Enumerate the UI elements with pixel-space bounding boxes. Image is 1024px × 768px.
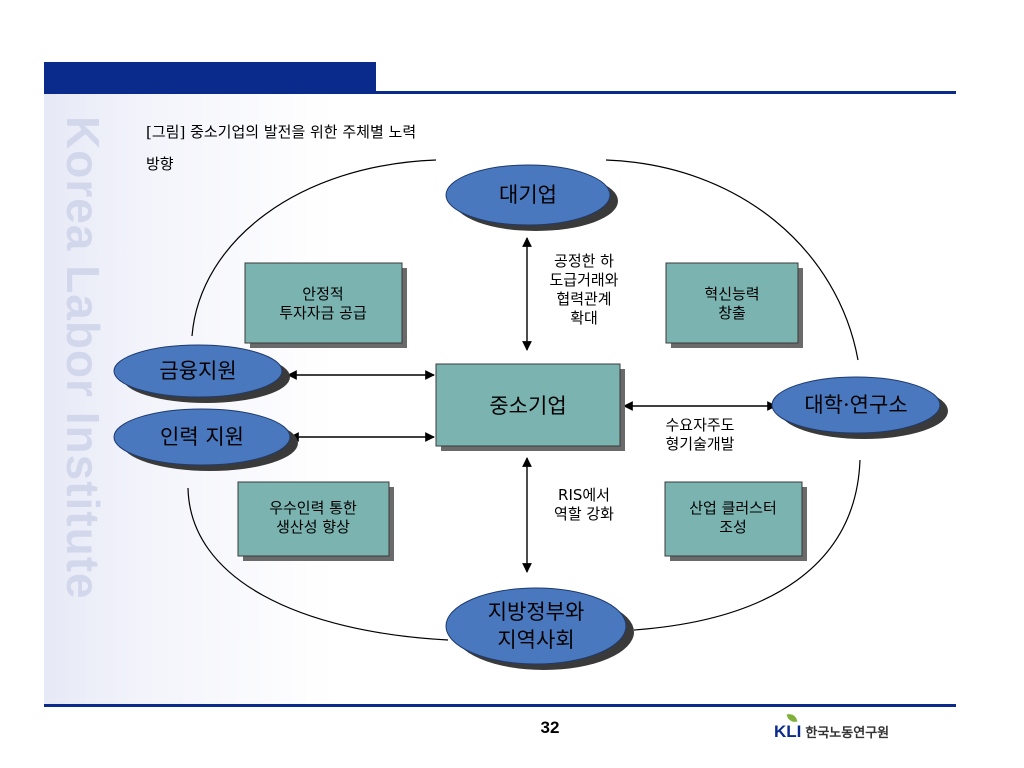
node-labor: [113, 408, 291, 466]
node-labor-label: 인력 지원: [160, 425, 244, 449]
node-finance: [113, 344, 283, 398]
bottom-arrow-label-line-1: RIS에서: [558, 486, 610, 504]
logo-text: 한국노동연구원: [805, 726, 890, 741]
kli-logo: KLI 한국노동연구원: [774, 711, 890, 742]
node-local-gov-line-1: 지방정부와: [488, 600, 585, 624]
box-bottom-left-line-1: 우수인력 통한: [269, 499, 357, 517]
loop-curve-top-left: [191, 159, 437, 337]
top-arrow-label-line-4: 확대: [570, 309, 598, 327]
box-bottom-right: [664, 481, 803, 557]
top-arrow-label-line-3: 협력관계: [556, 290, 611, 308]
page-number: 32: [540, 718, 560, 737]
box-bottom-left-line-2: 생산성 향상: [276, 518, 350, 536]
node-local-gov: [445, 587, 627, 665]
box-top-right-line-2: 창출: [718, 304, 746, 322]
box-bottom-right-line-2: 조성: [719, 518, 747, 536]
logo-mark: KLI: [774, 711, 802, 742]
node-university: [771, 376, 941, 434]
node-top: [445, 164, 611, 226]
loop-curve-top-right: [605, 159, 859, 361]
loop-curve-bottom-left: [187, 487, 449, 641]
top-arrow-label-line-1: 공정한 하: [554, 252, 614, 270]
box-top-right: [665, 262, 799, 344]
caption-line-2: 방향: [146, 155, 174, 173]
loop-curve-bottom-right: [633, 459, 861, 631]
caption-line-1: [그림] 중소기업의 발전을 위한 주체별 노력: [146, 123, 417, 141]
box-bottom-right-line-1: 산업 클러스터: [689, 499, 777, 517]
node-finance-label: 금융지원: [159, 359, 236, 383]
right-arrow-label-line-1: 수요자주도: [665, 416, 734, 434]
node-university-label: 대학·연구소: [804, 393, 907, 417]
watermark-text: Korea Labor Institute: [57, 116, 109, 600]
center-box: [435, 363, 621, 447]
box-bottom-left: [237, 481, 390, 557]
figure-caption: [그림] 중소기업의 발전을 위한 주체별 노력 방향: [146, 116, 416, 180]
header-bar: [44, 62, 376, 91]
header-rule: [44, 91, 956, 94]
box-top-left-line-1: 안정적: [302, 285, 343, 303]
box-top-right-line-1: 혁신능력: [704, 285, 759, 303]
box-top-left-line-2: 투자자금 공급: [279, 304, 367, 322]
bottom-arrow-label-line-2: 역할 강화: [554, 505, 614, 523]
right-arrow-label-line-2: 형기술개발: [665, 435, 734, 453]
footer-rule: [44, 704, 956, 707]
node-local-gov-line-2: 지역사회: [497, 628, 574, 652]
top-arrow-label-line-2: 도급거래와: [549, 271, 618, 289]
logo-mark-text: KLI: [774, 722, 802, 741]
center-label: 중소기업: [489, 394, 566, 418]
node-top-label: 대기업: [499, 183, 557, 207]
box-top-left: [244, 262, 403, 344]
